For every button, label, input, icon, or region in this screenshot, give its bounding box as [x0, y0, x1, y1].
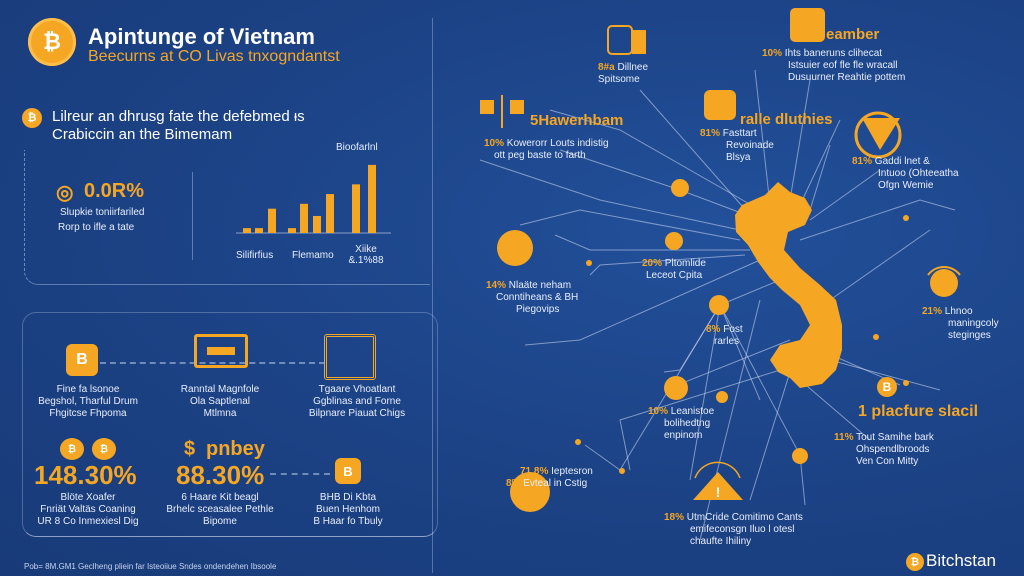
vertical-divider — [432, 18, 433, 573]
brand-name: Bitchstan — [926, 551, 996, 570]
vietnam-shape — [735, 182, 842, 388]
map-node-title: 1 placfure slacil — [858, 403, 979, 420]
stat-icon: ◎ — [56, 182, 74, 204]
money-bag-icon: ₿ — [92, 438, 116, 460]
map-node-title: 5Hawerhbam — [530, 112, 624, 129]
chart-bar — [326, 194, 334, 233]
bitcoin-badge-icon: B — [66, 344, 98, 376]
footer-note: Pob= 8M.GM1 Geclheng pliein far Isteoiiu… — [24, 562, 277, 571]
svg-text:B: B — [883, 380, 892, 394]
stat-desc-1: Slupkie toniirfariled — [60, 207, 145, 218]
chart-bar — [268, 208, 276, 233]
bitcoin-coin-icon: ₿ — [28, 18, 76, 66]
page-title: Apintunge of Vietnam — [88, 24, 315, 49]
svg-text:!: ! — [716, 484, 721, 500]
intro-line-1: Lilreur an dhrusg fate the defebmed ᵻs — [52, 108, 305, 125]
stat-heading: pnbey — [206, 438, 265, 460]
map-icons: ! B — [480, 8, 961, 512]
chart-bar — [255, 228, 263, 233]
circuit-icon — [324, 334, 376, 380]
laptop-icon — [194, 334, 248, 368]
map-node-title: ralle dluthies — [740, 111, 833, 128]
card-divider — [192, 172, 193, 260]
bitcoin-small-icon: ₿ — [22, 108, 42, 128]
chart-tick-label: Silifirfius — [236, 250, 274, 261]
stat-value: 88.30% — [176, 460, 265, 490]
chart-bar — [243, 228, 251, 233]
chart-tick-label: Flemamo — [292, 250, 334, 261]
intro-line-2: Crabiccin an the Bimemam — [52, 126, 233, 143]
map-node-title: eamber — [826, 26, 880, 43]
bar-chart — [236, 164, 391, 234]
dashed-connector — [270, 473, 330, 475]
chart-bar — [288, 228, 296, 233]
chart-bar — [368, 164, 376, 233]
chart-title: Bioofarlnl — [336, 142, 378, 153]
dashed-connector — [100, 362, 325, 364]
intro-card-frame — [24, 150, 430, 285]
stat-desc-2: Rorp to ifle a tate — [58, 222, 135, 233]
chart-tick-label: Xiike &.1%88 — [348, 244, 384, 266]
stat-value: 0.0R% — [84, 180, 145, 202]
page-subtitle: Beecurns at CO Livas tnxogndantst — [88, 48, 340, 65]
dollar-icon: $ — [184, 438, 196, 460]
bitcoin-badge-icon: B — [335, 458, 361, 484]
steps-frame — [22, 312, 438, 537]
chart-bar — [313, 215, 321, 233]
map-node-dots — [575, 179, 909, 474]
chart-bar — [352, 184, 360, 233]
money-bag-icon: ₿ — [60, 438, 84, 460]
chart-bar — [300, 203, 308, 233]
stat-value: 148.30% — [34, 460, 137, 490]
brand-logo-icon: ₿ — [906, 553, 924, 571]
